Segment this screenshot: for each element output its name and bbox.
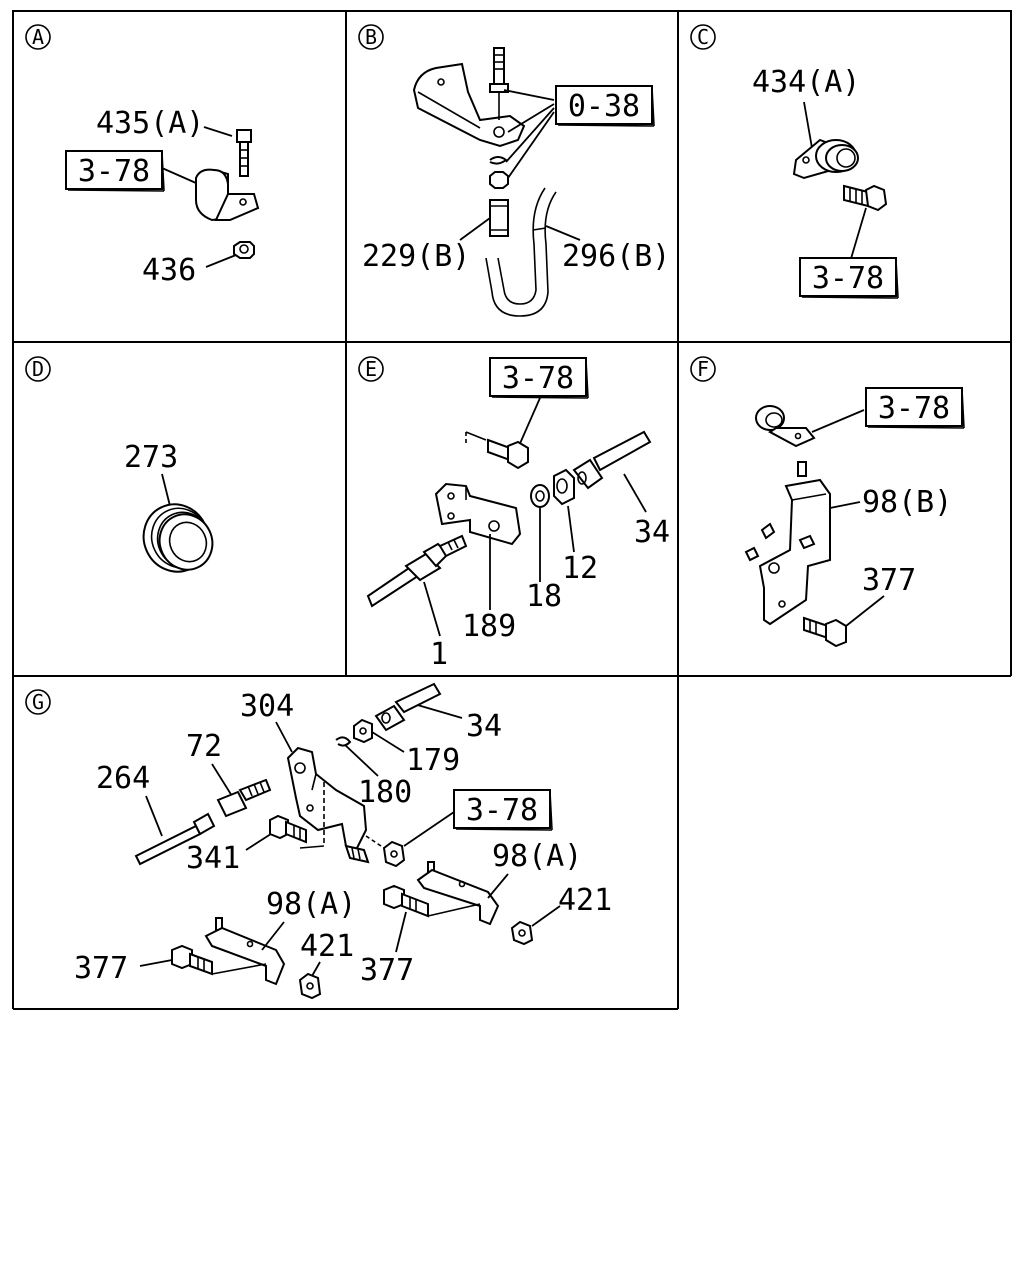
label-377-f: 377 (862, 563, 916, 598)
panel-letter-g-text: G (32, 690, 44, 714)
cable-34-g (374, 682, 442, 732)
label-18: 18 (526, 579, 562, 614)
panel-a: A 435(A) 3-78 436 (25, 24, 260, 288)
bracket-304 (286, 746, 370, 864)
nut-436 (233, 241, 255, 259)
clip-a (195, 168, 260, 222)
label-12: 12 (562, 551, 598, 586)
ref-box-a: 3-78 (65, 150, 165, 192)
label-1: 1 (430, 637, 448, 672)
bolt-435 (236, 129, 252, 177)
nut-179 (353, 718, 373, 744)
label-421-2: 421 (300, 929, 354, 964)
label-264: 264 (96, 761, 150, 796)
label-436: 436 (142, 253, 196, 288)
ref-3-78-e: 3-78 (502, 361, 574, 396)
label-98a-1: 98(A) (492, 839, 582, 874)
label-435a: 435(A) (96, 106, 204, 141)
clip-b (489, 156, 508, 165)
panel-grid (12, 10, 1012, 1010)
panel-letter-d-text: D (32, 357, 44, 381)
panel-letter-b-text: B (365, 25, 377, 49)
bolt-c (843, 184, 888, 212)
label-304: 304 (240, 689, 294, 724)
panel-letter-e-text: E (365, 357, 377, 381)
label-34-g: 34 (466, 709, 502, 744)
label-189: 189 (462, 609, 516, 644)
bolt-f (803, 616, 847, 648)
panel-c: C 434(A) 3-78 (690, 24, 899, 299)
cable-264 (134, 812, 216, 866)
panel-letter-c-text: C (697, 25, 709, 49)
label-296b: 296(B) (562, 239, 670, 274)
panel-b: B 0-38 (358, 24, 670, 317)
panel-letter-d: D (25, 356, 51, 382)
label-341: 341 (186, 841, 240, 876)
ref-box-b: 0-38 (555, 85, 655, 127)
clip-180 (335, 736, 352, 747)
panel-letter-g: G (25, 689, 51, 715)
panel-letter-b: B (358, 24, 384, 50)
bracket-189 (434, 482, 522, 546)
cable-1 (366, 534, 468, 608)
bolt-e (465, 431, 529, 470)
nut-g-center (365, 835, 406, 868)
ref-3-78-a: 3-78 (78, 154, 150, 189)
bracket-b (412, 62, 526, 148)
panel-letter-a: A (25, 24, 51, 50)
bracket-98b (744, 461, 831, 626)
ref-3-78-f: 3-78 (878, 391, 950, 426)
washer-18 (530, 484, 550, 508)
nut-421-lower (298, 972, 322, 1000)
bolt-341 (269, 814, 307, 844)
label-34-e: 34 (634, 515, 670, 550)
cable-34-e (572, 430, 652, 490)
panel-letter-f: F (690, 356, 716, 382)
label-377-1: 377 (74, 951, 128, 986)
panel-d: D 273 (25, 356, 214, 573)
label-179: 179 (406, 743, 460, 778)
label-434a: 434(A) (752, 65, 860, 100)
fitting-229b (489, 199, 509, 237)
label-180: 180 (358, 775, 412, 810)
panel-e: E 3-78 (358, 356, 670, 672)
ref-3-78-c: 3-78 (812, 261, 884, 296)
stud-b (489, 47, 509, 120)
label-421-1: 421 (558, 883, 612, 918)
panel-letter-a-text: A (32, 25, 44, 49)
panel-f: F 3-78 98(B) (690, 356, 965, 648)
label-98a-2: 98(A) (266, 887, 356, 922)
grommet-273 (142, 503, 214, 573)
ref-box-f: 3-78 (865, 387, 965, 429)
clip-f (755, 405, 816, 448)
panel-letter-f-text: F (697, 357, 709, 381)
panel-g: G 304 34 72 179 264 180 341 3-78 (25, 682, 612, 1000)
ref-box-c: 3-78 (799, 257, 899, 299)
label-273: 273 (124, 440, 178, 475)
nut-421-upper (510, 920, 534, 946)
nut-b (489, 171, 509, 189)
ref-box-g: 3-78 (453, 789, 553, 831)
clip-434a (792, 138, 859, 180)
label-72: 72 (186, 729, 222, 764)
panel-letter-e: E (358, 356, 384, 382)
bracket-98a-lower (204, 917, 286, 986)
ref-3-78-g: 3-78 (466, 793, 538, 828)
panel-letter-c: C (690, 24, 716, 50)
ref-0-38-b: 0-38 (568, 89, 640, 124)
label-229b: 229(B) (362, 239, 470, 274)
bracket-98a-upper (416, 861, 500, 926)
bolt-377-lower (171, 944, 267, 976)
ref-box-e: 3-78 (489, 357, 589, 399)
hose-296b (485, 187, 557, 317)
label-98b: 98(B) (862, 485, 952, 520)
label-377-2: 377 (360, 953, 414, 988)
bolt-377-upper (383, 884, 481, 918)
fitting-72 (216, 778, 272, 818)
nut-12 (553, 468, 575, 506)
